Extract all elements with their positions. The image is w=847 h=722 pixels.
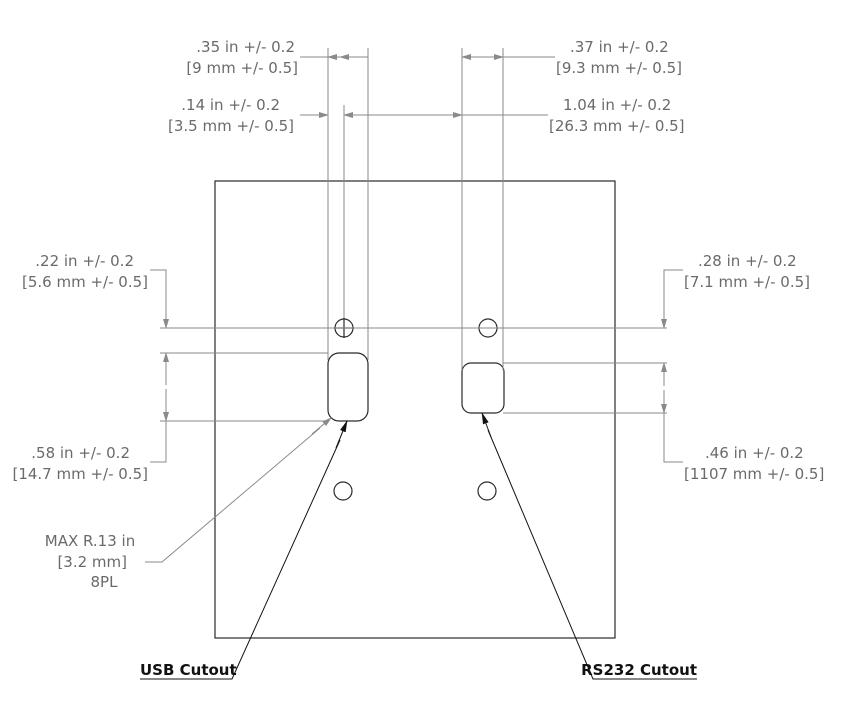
dim-rs232-width-mm: [9.3 mm +/- 0.5] [556,59,682,77]
usb-cutout-label: USB Cutout [140,661,237,679]
radius-arrow [311,417,332,435]
rs232-cutout-label: RS232 Cutout [581,661,697,679]
rs232-cutout [461,362,505,414]
dim-usb-height-mm: [14.7 mm +/- 0.5] [12,465,148,483]
dim-leader-rs232-height [663,413,683,463]
dim-usb-width-mm: [9 mm +/- 0.5] [186,59,298,77]
dim-hole-center-mm: [3.5 mm +/- 0.5] [168,117,294,135]
dim-spacing-mm: [26.3 mm +/- 0.5] [549,117,685,135]
radius-note-line3: 8PL [91,573,119,591]
dim-usb-width-in: .35 in +/- 0.2 [196,38,295,56]
panel-outline [214,180,616,639]
usb-leader [140,439,341,680]
dim-usb-height-in: .58 in +/- 0.2 [31,444,130,462]
dim-left-hole-mm: [5.6 mm +/- 0.5] [22,273,148,291]
dim-spacing-in: 1.04 in +/- 0.2 [563,96,671,114]
rs232-leader-arrow [481,412,492,438]
dim-left-hole-in: .22 in +/- 0.2 [35,252,134,270]
radius-leader [145,427,321,563]
dim-right-hole-mm: [7.1 mm +/- 0.5] [684,273,810,291]
dim-rs232-height-in: .46 in +/- 0.2 [705,444,804,462]
radius-note-line1: MAX R.13 in [45,532,135,550]
dim-rs232-width-in: .37 in +/- 0.2 [570,38,669,56]
rs232-leader [487,429,697,680]
usb-leader-arrow [335,420,348,449]
mounting-hole-bottom-left [333,481,353,501]
dim-right-hole-in: .28 in +/- 0.2 [698,252,797,270]
mounting-hole-bottom-right [477,481,497,501]
dim-leader-usb-height [150,421,167,463]
dim-rs232-height-mm: [1107 mm +/- 0.5] [684,465,824,483]
dim-leader-right-hole [663,269,683,300]
dim-hole-center-in: .14 in +/- 0.2 [181,96,280,114]
usb-cutout [327,352,369,422]
dim-leader-left-hole [150,269,167,300]
radius-note-line2: [3.2 mm] [57,553,127,571]
